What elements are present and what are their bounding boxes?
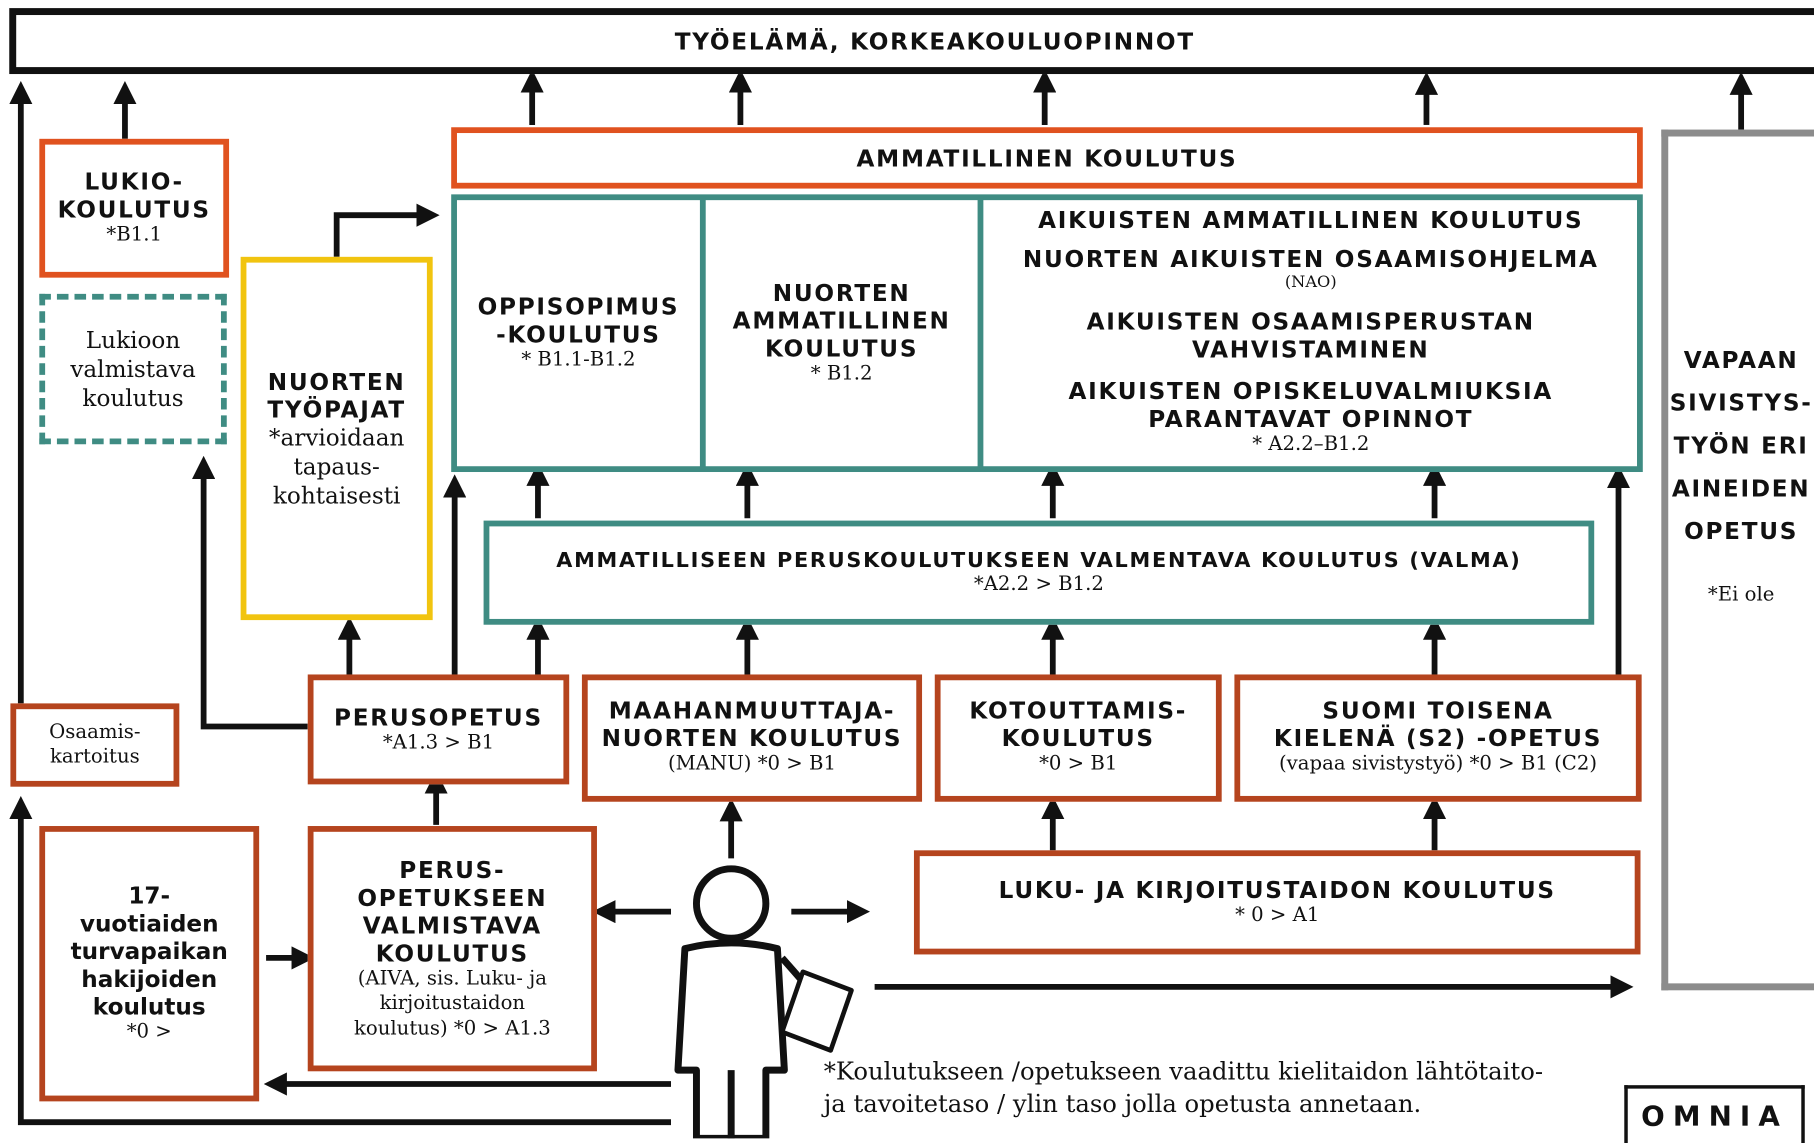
aikuisten-line-4b: PARANTAVAT OPINNOT [1148, 404, 1474, 433]
cell-aikuisten: AIKUISTEN AMMATILLINEN KOULUTUS NUORTEN … [985, 201, 1637, 465]
vapaa-title-4: AINEIDEN [1671, 474, 1811, 502]
osaamis-line-1: Osaamis- [49, 720, 141, 744]
tyopajat-title-1: NUORTEN [267, 367, 406, 396]
oppisopimus-title-1: OPPISOPIMUS [477, 293, 680, 321]
box-amm-subtypes [451, 194, 1643, 473]
nuorten-amm-level: * B1.2 [810, 362, 873, 386]
tyopajat-note-1: *arvioidaan [268, 422, 405, 451]
lukioon-valm-line-3: koulutus [82, 383, 184, 412]
tyopajat-title-2: TYÖPAJAT [267, 395, 406, 423]
nuorten-amm-title-2: AMMATILLINEN [732, 307, 951, 335]
divider-2 [977, 196, 984, 470]
cell-nuorten-ammatillinen: NUORTEN AMMATILLINEN KOULUTUS * B1.2 [707, 201, 977, 465]
lukioon-valm-line-1: Lukioon [85, 325, 181, 354]
box-manu: MAAHANMUUTTAJA- NUORTEN KOULUTUS (MANU) … [581, 674, 923, 802]
person-holding-paper-icon [674, 865, 854, 1139]
box-lukioon-valmistava: Lukioon valmistava koulutus [39, 293, 227, 445]
koto-title-1: KOTOUTTAMIS- [969, 696, 1188, 725]
vapaa-title-2: SIVISTYS- [1669, 388, 1813, 417]
aikuisten-line-3b: VAHVISTAMINEN [1192, 334, 1430, 363]
aikuisten-level: * A2.2–B1.2 [1252, 432, 1370, 456]
vapaa-level: *Ei ole [1707, 582, 1775, 607]
box-vapaa-sivistystyo: VAPAAN SIVISTYS- TYÖN ERI AINEIDEN OPETU… [1661, 129, 1814, 991]
arrow-person-to-osaamis [9, 795, 672, 1126]
lukio-title-1: LUKIO- [84, 168, 184, 196]
pvalm-title-2: OPETUKSEEN [357, 884, 548, 912]
vapaa-title-1: VAPAAN [1683, 345, 1799, 374]
aikuisten-line-4a: AIKUISTEN OPISKELUVALMIUKSIA [1068, 376, 1554, 405]
ammatillinen-title: AMMATILLINEN KOULUTUS [856, 144, 1238, 172]
turva-line-4: hakijoiden [81, 965, 218, 994]
box-osaamiskartoitus: Osaamis- kartoitus [10, 703, 180, 787]
manu-title-2: NUORTEN KOULUTUS [601, 724, 903, 752]
box-ammatillinen-koulutus: AMMATILLINEN KOULUTUS [451, 127, 1643, 189]
box-s2-opetus: SUOMI TOISENA KIELENÄ (S2) -OPETUS (vapa… [1234, 674, 1642, 802]
manu-level: (MANU) *0 > B1 [667, 751, 836, 776]
top-bar: TYÖELÄMÄ, KORKEAKOULUOPINNOT [9, 8, 1814, 75]
box-lukiokoulutus: LUKIO- KOULUTUS *B1.1 [39, 138, 230, 278]
koto-level: *0 > B1 [1039, 751, 1118, 776]
vapaa-title-3: TYÖN ERI [1673, 431, 1809, 460]
divider-1 [699, 196, 706, 470]
pvalm-note-2: kirjoitustaidon [379, 991, 526, 1016]
koto-title-2: KOULUTUS [1001, 724, 1155, 752]
aikuisten-line-1: AIKUISTEN AMMATILLINEN KOULUTUS [1038, 205, 1584, 234]
box-kotouttamiskoulutus: KOTOUTTAMIS- KOULUTUS *0 > B1 [934, 674, 1222, 802]
box-perusopetukseen-valmistava: PERUS- OPETUKSEEN VALMISTAVA KOULUTUS (A… [307, 826, 597, 1072]
nuorten-amm-title-1: NUORTEN [772, 279, 911, 308]
valma-level: *A2.2 > B1.2 [973, 572, 1104, 597]
luku-title: LUKU- JA KIRJOITUSTAIDON KOULUTUS [998, 876, 1556, 904]
cell-oppisopimus: OPPISOPIMUS -KOULUTUS * B1.1-B1.2 [458, 201, 699, 465]
aikuisten-line-2-note: (NAO) [1284, 273, 1337, 292]
aikuisten-line-3a: AIKUISTEN OSAAMISPERUSTAN [1086, 307, 1535, 335]
manu-title-1: MAAHANMUUTTAJA- [608, 696, 896, 725]
tyopajat-note-2: tapaus- [293, 451, 380, 480]
oppisopimus-title-2: -KOULUTUS [496, 320, 661, 349]
s2-title-2: KIELENÄ (S2) -OPETUS [1273, 724, 1603, 752]
aikuisten-line-2: NUORTEN AIKUISTEN OSAAMISOHJELMA [1022, 245, 1599, 274]
arrow-perus-to-lukioon-valm [192, 455, 308, 730]
lukio-level: *B1.1 [106, 223, 162, 247]
perusopetus-level: *A1.3 > B1 [382, 731, 495, 755]
arrow-tyopajat-to-amm [333, 203, 440, 257]
box-valma: AMMATILLISEEN PERUSKOULUTUKSEEN VALMENTA… [483, 520, 1595, 625]
vapaa-title-5: OPETUS [1684, 516, 1799, 545]
turva-level: *0 > [126, 1020, 172, 1044]
turva-line-1: 17- [128, 881, 171, 910]
nuorten-amm-title-3: KOULUTUS [765, 334, 919, 363]
tyopajat-note-3: kohtaisesti [272, 480, 401, 509]
footnote: *Koulutukseen /opetukseen vaadittu kieli… [824, 1055, 1543, 1121]
footnote-line-1: *Koulutukseen /opetukseen vaadittu kieli… [823, 1057, 1544, 1086]
perusopetus-title: PERUSOPETUS [334, 703, 543, 732]
box-perusopetus: PERUSOPETUS *A1.3 > B1 [307, 674, 570, 785]
pvalm-title-3: VALMISTAVA [362, 911, 542, 940]
lukioon-valm-line-2: valmistava [70, 354, 196, 383]
pvalm-note-3: koulutus) *0 > A1.3 [353, 1016, 551, 1040]
pvalm-note-1: (AIVA, sis. Luku- ja [357, 967, 547, 991]
pvalm-title-1: PERUS- [399, 856, 506, 885]
valma-title: AMMATILLISEEN PERUSKOULUTUKSEEN VALMENTA… [556, 547, 1522, 573]
logo-text: OMNIA [1641, 1099, 1788, 1133]
luku-level: * 0 > A1 [1235, 903, 1320, 928]
box-luku-kirjoitustaito: LUKU- JA KIRJOITUSTAIDON KOULUTUS * 0 > … [913, 850, 1641, 955]
footnote-line-2: ja tavoitetaso / ylin taso jolla opetust… [823, 1090, 1422, 1118]
lukio-title-2: KOULUTUS [57, 195, 211, 224]
turva-line-2: vuotiaiden [79, 909, 219, 938]
s2-level: (vapaa sivistystyö) *0 > B1 (C2) [1279, 751, 1598, 776]
s2-title-1: SUOMI TOISENA [1322, 696, 1554, 725]
box-turvapaikan-hakijat: 17- vuotiaiden turvapaikan hakijoiden ko… [39, 826, 260, 1102]
oppisopimus-level: * B1.1-B1.2 [521, 348, 636, 372]
turva-line-5: koulutus [92, 993, 206, 1021]
turva-line-3: turvapaikan [70, 937, 228, 966]
omnia-logo: OMNIA [1624, 1085, 1805, 1143]
top-bar-title: TYÖELÄMÄ, KORKEAKOULUOPINNOT [674, 27, 1195, 55]
pvalm-title-4: KOULUTUS [375, 939, 529, 968]
box-nuorten-tyopajat: NUORTEN TYÖPAJAT *arvioidaan tapaus- koh… [240, 256, 433, 621]
osaamis-line-2: kartoitus [49, 745, 140, 769]
